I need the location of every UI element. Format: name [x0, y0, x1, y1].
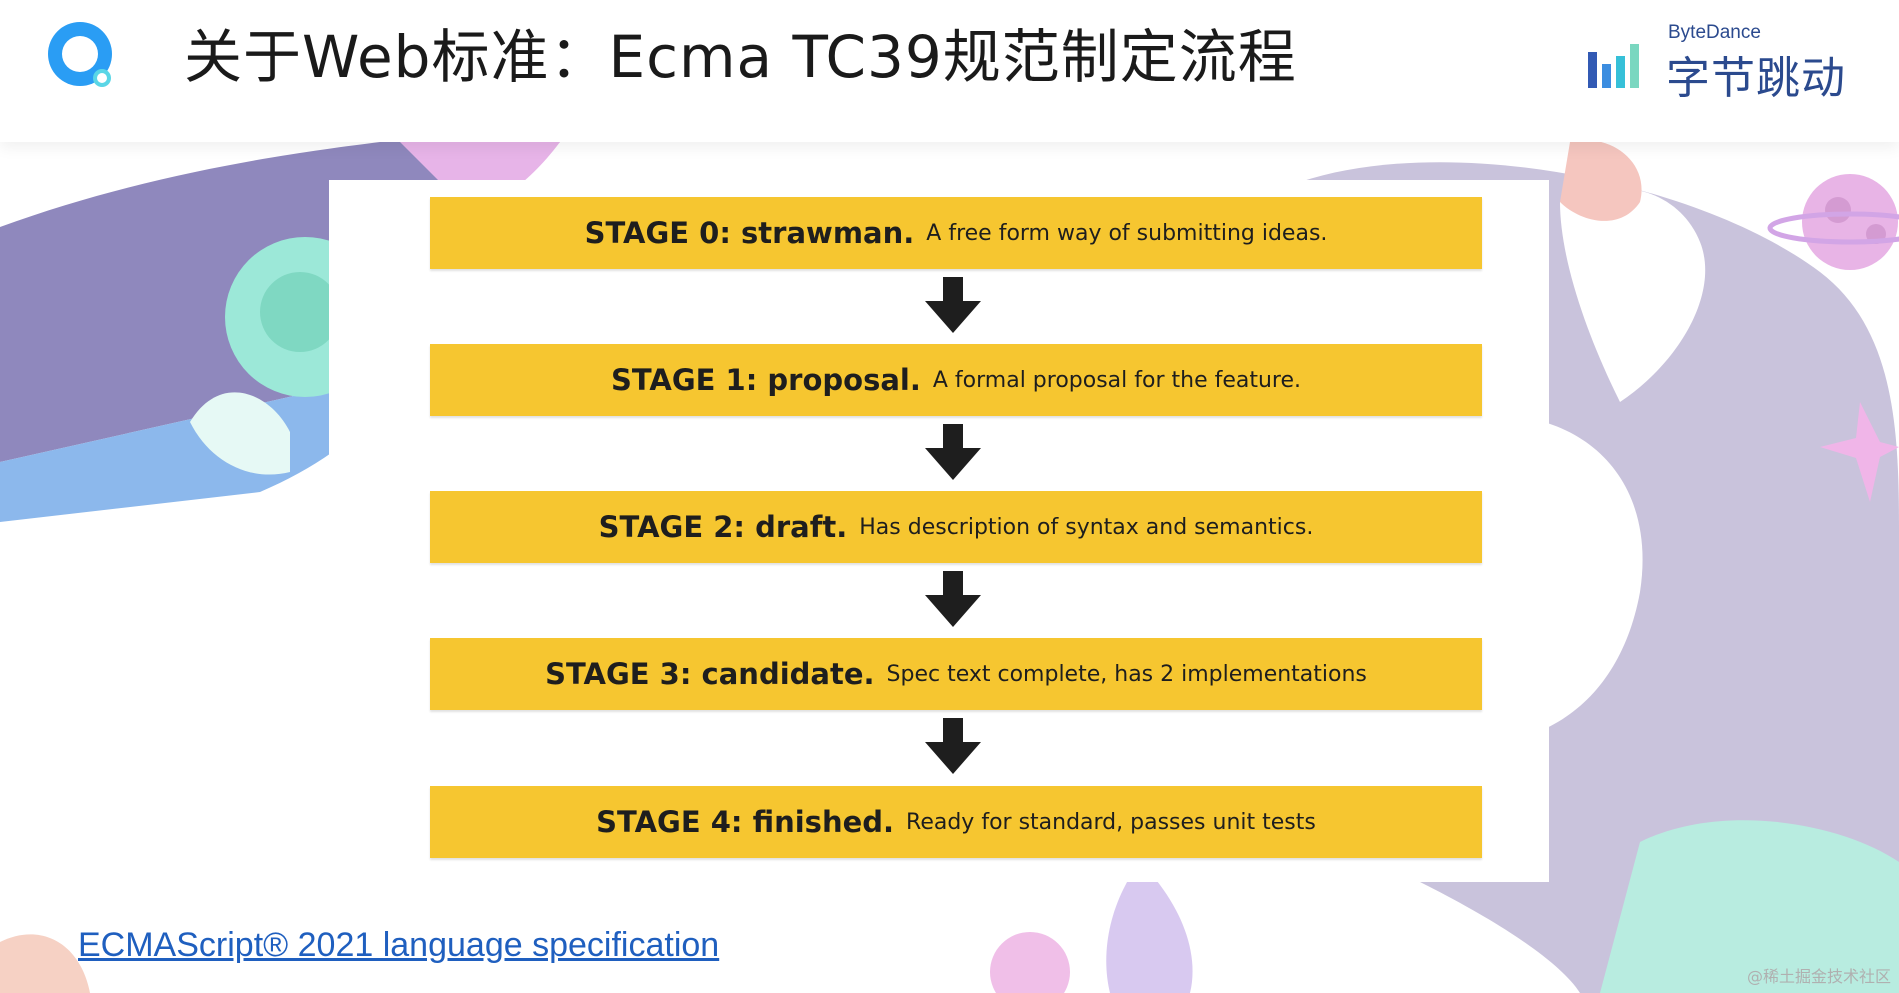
ecmascript-spec-link[interactable]: ECMAScript® 2021 language specification	[78, 926, 720, 964]
bytedance-logo: ByteDance 字节跳动	[1586, 20, 1846, 104]
down-arrow-icon	[925, 718, 981, 774]
stage-description: A formal proposal for the feature.	[932, 367, 1302, 393]
down-arrow-icon	[925, 571, 981, 627]
bytedance-bars-icon	[1588, 44, 1639, 88]
stage-box: STAGE 2: draft. Has description of synta…	[430, 491, 1482, 563]
down-arrow-icon	[925, 424, 981, 480]
stage-box: STAGE 0: strawman. A free form way of su…	[430, 197, 1482, 269]
stage-name: STAGE 2: draft.	[598, 510, 848, 544]
slide-header: 关于Web标准：Ecma TC39规范制定流程 ByteDance 字节跳动	[0, 0, 1899, 142]
watermark-text: @稀土掘金技术社区	[1746, 967, 1891, 986]
stage-name: STAGE 4: finished.	[596, 805, 895, 839]
stage-box: STAGE 4: finished. Ready for standard, p…	[430, 786, 1482, 858]
stage-name: STAGE 0: strawman.	[584, 216, 915, 250]
brand-big-text: 字节跳动	[1666, 53, 1846, 104]
stage-description: Ready for standard, passes unit tests	[906, 809, 1316, 835]
stage-description: A free form way of submitting ideas.	[926, 220, 1328, 246]
tc39-process-card: STAGE 0: strawman. A free form way of su…	[329, 180, 1549, 882]
stage-box: STAGE 3: candidate. Spec text complete, …	[430, 638, 1482, 710]
stage-name: STAGE 1: proposal.	[610, 363, 921, 397]
down-arrow-icon	[925, 277, 981, 333]
stage-box: STAGE 1: proposal. A formal proposal for…	[430, 344, 1482, 416]
brand-small-text: ByteDance	[1668, 22, 1761, 43]
stage-description: Spec text complete, has 2 implementation…	[886, 661, 1367, 687]
stage-name: STAGE 3: candidate.	[545, 657, 875, 691]
app-logo-icon	[48, 22, 112, 87]
stage-description: Has description of syntax and semantics.	[859, 514, 1314, 540]
slide-title: 关于Web标准：Ecma TC39规范制定流程	[184, 23, 1297, 91]
